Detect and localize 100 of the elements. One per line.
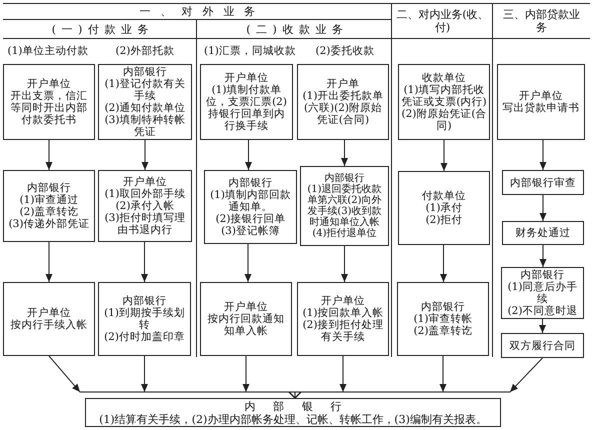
process-box xyxy=(3,282,95,356)
box-text: (2)拒付 xyxy=(426,214,462,226)
box-title: 内部银行 xyxy=(123,66,167,78)
box-text: (2)不同意时退 xyxy=(508,305,578,317)
box-title: 开户单位 xyxy=(224,301,268,313)
box-title: 开户单位 xyxy=(224,72,268,84)
process-box xyxy=(398,171,490,245)
process-box xyxy=(85,398,501,427)
arrow xyxy=(142,140,148,170)
process-box xyxy=(300,166,389,246)
box-text: (2)承付入帐 xyxy=(116,200,174,212)
box-text: (2)接到拒付处理有关手续 xyxy=(302,319,384,343)
process-box xyxy=(502,170,584,195)
swimlane xyxy=(3,20,197,357)
column-label: (2)外部托款 xyxy=(116,45,174,58)
box-title: 付款单位 xyxy=(422,190,466,202)
arrow xyxy=(245,140,252,170)
lane-heading: 一、对外业务 xyxy=(3,3,392,20)
process-box xyxy=(204,170,297,244)
box-text: (1)审查转帐 xyxy=(414,313,472,325)
box-text: 双方履行合同 xyxy=(510,340,576,352)
box-text: (1)到期按手续划转 xyxy=(103,307,186,331)
column-label: (1)单位主动付款 xyxy=(8,45,88,58)
box-title: 开户单位 xyxy=(27,78,71,90)
arrow xyxy=(440,244,447,282)
arrow xyxy=(540,244,546,268)
box-text: (1)按回款单入帐 xyxy=(302,307,384,319)
arrow xyxy=(539,318,546,334)
box-title: 开户单位 xyxy=(519,90,563,102)
process-box xyxy=(497,64,585,140)
process-box xyxy=(3,64,95,140)
box-text: (3)传递外部凭证 xyxy=(8,218,90,230)
swimlane xyxy=(3,3,392,357)
arrow xyxy=(440,140,448,172)
box-text: (1)审查通过 xyxy=(20,194,78,206)
process-box xyxy=(297,64,389,140)
box-text: 开出支票，信汇等同时开出内部付款委托书 xyxy=(10,90,88,126)
box-title: 开户单 xyxy=(326,78,360,90)
lane-heading: 三、内部贷款业务 xyxy=(493,3,590,39)
box-text: (3)拒付时填写理由书退内行 xyxy=(104,212,186,236)
box-text: (2)盖章转讫 xyxy=(20,206,78,218)
process-box xyxy=(398,64,490,140)
box-title: 收款单位 xyxy=(422,72,466,84)
process-box xyxy=(98,64,192,140)
box-text: (1)同意后办手续 xyxy=(506,281,578,305)
arrow xyxy=(46,242,52,282)
box-title: 开户单位 xyxy=(123,176,167,188)
box-text: 按内行回款通知知单入帐 xyxy=(206,313,286,337)
process-box xyxy=(98,282,191,356)
box-title: 内部银行 xyxy=(244,400,359,412)
arrow xyxy=(341,140,348,166)
box-text: (2)付时加盖印章 xyxy=(104,331,185,343)
box-text: (1)结算有关手续，(2)办理内部帐务处理、记帐、转帐工作，(3)编制有关报表。 xyxy=(99,412,487,426)
box-title: 内部银行 xyxy=(421,301,465,313)
process-box xyxy=(3,170,95,242)
box-title: 内部银行 xyxy=(122,295,166,307)
box-title: 内部银行 xyxy=(324,173,364,184)
arrow xyxy=(141,242,148,282)
arrow xyxy=(341,246,348,282)
box-text: (1)取回外部手续 xyxy=(104,188,186,200)
box-text: 按内行手续入帐 xyxy=(10,319,88,331)
lane-heading: 二、对内业务(收、付) xyxy=(392,3,493,39)
box-title: 内部银行 xyxy=(27,182,71,194)
process-box xyxy=(397,282,489,356)
column-label: (1)汇票，同城收款 xyxy=(204,45,296,58)
box-text: (3)填制特种转帐凭证 xyxy=(104,114,186,138)
process-box xyxy=(501,333,584,358)
box-text: (1)填制付款单位，支票汇票(2)持银行回单到内行换手续 xyxy=(205,84,288,132)
box-text: 财务处通过 xyxy=(516,227,570,239)
box-text: (2)接银行回单 xyxy=(216,213,286,225)
process-box xyxy=(501,267,584,319)
lane-heading: (二)收款业务 xyxy=(197,20,392,39)
box-text: (1)填制内部回款通知单。 xyxy=(209,189,292,213)
process-box xyxy=(200,282,292,356)
arrow xyxy=(540,194,546,222)
box-text: (1)登记付款有关手续 xyxy=(104,78,186,102)
box-title: 开户单位 xyxy=(321,295,365,307)
box-text: (1)退回委托收款单第六联(2)向外发手续(3)收到款时通知单位入帐(4)拒付退单位 xyxy=(306,184,383,239)
box-text: (2)盖章转讫 xyxy=(414,325,472,337)
box-text: (1)开出委托款单(六联)(2)附原始凭证(合同) xyxy=(302,90,384,126)
arrow xyxy=(46,140,52,170)
box-title: 开户单位 xyxy=(27,307,71,319)
box-text: 内部银行审查 xyxy=(510,176,576,188)
process-box xyxy=(297,282,389,356)
box-text: 写出贷款申请书 xyxy=(502,102,580,114)
column-label: (2)委托收款 xyxy=(316,45,374,58)
box-text: (2)通知付款单位 xyxy=(104,102,186,114)
box-text: (1)承付 xyxy=(426,202,462,214)
lane-heading: (一)付款业务 xyxy=(3,20,197,39)
process-box xyxy=(98,170,192,242)
arrow xyxy=(540,140,546,170)
box-text: (3)登记帐簿 xyxy=(221,225,280,237)
swimlane xyxy=(493,3,590,357)
box-text: (1)填写内部托收凭证或支票(内行)(2)附原始凭证(合同) xyxy=(401,84,487,132)
box-title: 内部银行 xyxy=(520,269,564,281)
process-box xyxy=(502,221,584,245)
swimlane xyxy=(392,3,493,357)
arrow xyxy=(244,244,252,282)
process-box xyxy=(200,64,293,140)
box-title: 内部银行 xyxy=(228,177,272,189)
